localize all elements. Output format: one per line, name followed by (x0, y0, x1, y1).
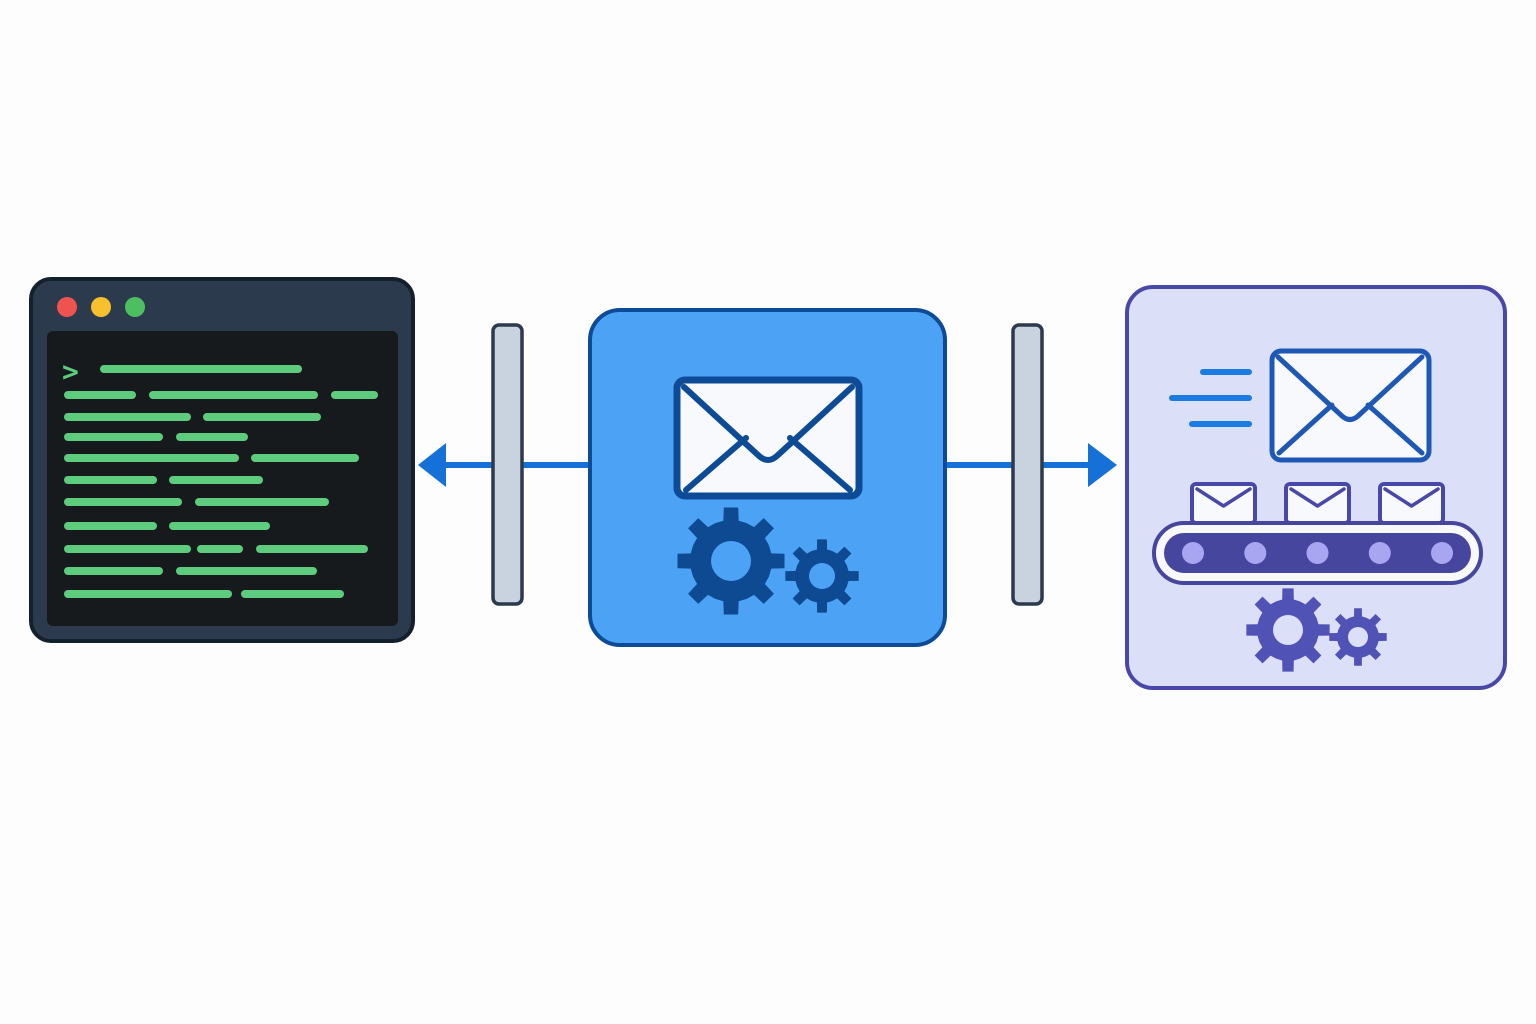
terminal-window-icon: > (29, 277, 415, 643)
belt-roller (1244, 542, 1267, 564)
belt-roller (1306, 542, 1329, 564)
gear-icon (1329, 608, 1387, 666)
divider-bar-icon (491, 323, 524, 606)
envelope-icon (1269, 348, 1432, 463)
envelope-conveyor-icon (1125, 285, 1507, 690)
window-maximize-dot (125, 297, 145, 317)
envelope-icon (673, 376, 863, 500)
window-close-dot (57, 297, 77, 317)
window-minimize-dot (91, 297, 111, 317)
divider-bar-icon (1011, 323, 1044, 606)
belt-roller (1368, 542, 1391, 564)
envelope-icon (1190, 482, 1257, 525)
envelope-gears-icon (588, 308, 947, 647)
gear-icon (785, 539, 859, 613)
envelope-icon (1378, 482, 1445, 525)
belt-roller (1431, 542, 1453, 564)
queued-envelopes (1190, 482, 1445, 525)
envelope-icon (1284, 482, 1351, 525)
gear-icon (1246, 588, 1330, 672)
belt-roller (1182, 542, 1204, 564)
terminal-prompt: > (62, 355, 79, 388)
conveyor-belt-icon (1152, 521, 1483, 585)
terminal-code-lines (64, 365, 378, 598)
gear-icon (677, 507, 785, 615)
speed-lines-icon (1169, 369, 1252, 427)
